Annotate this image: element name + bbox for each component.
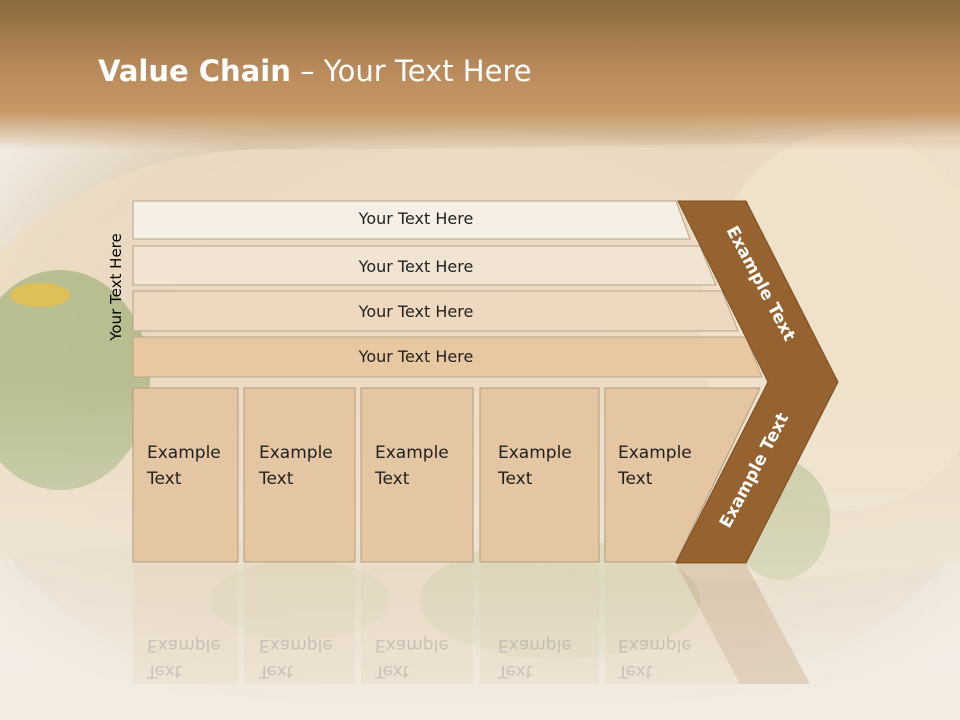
row-1-shape [132, 200, 691, 240]
title-bar [0, 0, 960, 150]
row-1-label: Your Text Here [358, 209, 474, 228]
box-5-line2: Text [618, 469, 653, 489]
box-2-line2: Text [259, 469, 294, 489]
row-2-label: Your Text Here [358, 257, 474, 276]
box-1-shape [132, 387, 239, 563]
box-1-line2: Text [147, 469, 182, 489]
box-5-line1: Example [618, 443, 692, 463]
row-3-label: Your Text Here [358, 302, 474, 321]
box-4-shape [479, 387, 600, 563]
row-4-shape [132, 336, 763, 378]
box-3-line1: Example [375, 443, 449, 463]
row-3-shape [132, 290, 739, 332]
box-2-line1: Example [259, 443, 333, 463]
row-4-label: Your Text Here [358, 347, 474, 366]
title-rest: – Your Text Here [290, 54, 532, 88]
box-3-shape [360, 387, 474, 563]
box-1-line1: Example [147, 443, 221, 463]
box-4-line1: Example [498, 443, 572, 463]
reflection-group [133, 564, 810, 684]
box-3-line2: Text [375, 469, 410, 489]
box-4-line2: Text [498, 469, 533, 489]
chevron-arrow [675, 200, 839, 564]
page-title: Value Chain – Your Text Here [98, 54, 532, 88]
row-2-shape [132, 245, 717, 286]
title-bold: Value Chain [98, 54, 291, 88]
box-2-shape [243, 387, 356, 563]
